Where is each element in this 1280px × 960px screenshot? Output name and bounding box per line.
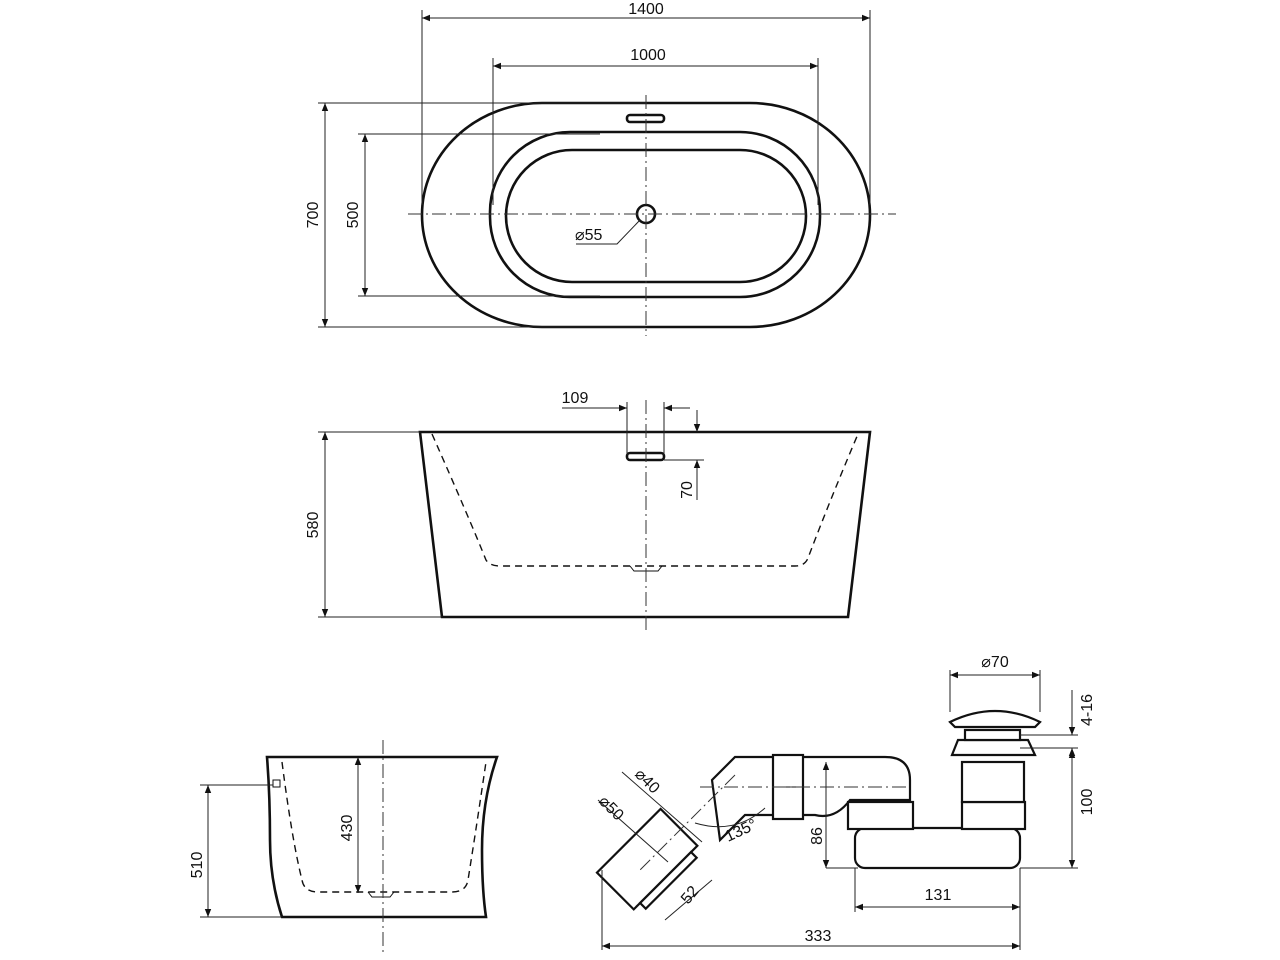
tub-front-outline bbox=[418, 430, 872, 619]
dim-inner-length: 1000 bbox=[630, 47, 666, 64]
plug-body bbox=[960, 760, 1026, 804]
dim-inner-depth: 430 bbox=[339, 815, 356, 842]
dim-pipe-diameter-inner: ⌀40 bbox=[631, 766, 662, 797]
trap-body bbox=[853, 826, 1022, 870]
overflow-icon bbox=[272, 779, 281, 788]
plug-cap bbox=[948, 709, 1042, 729]
tub-side-outline bbox=[265, 755, 499, 919]
dim-drain-diameter: ⌀55 bbox=[575, 227, 603, 244]
dim-outlet-height: 86 bbox=[809, 827, 826, 845]
dim-width: 700 bbox=[305, 202, 322, 229]
trap-nut-left bbox=[846, 800, 915, 831]
dim-body-height: 100 bbox=[1079, 789, 1096, 816]
dim-total-length: 333 bbox=[805, 928, 832, 945]
outlet-pipe bbox=[710, 755, 912, 843]
dim-length: 1400 bbox=[628, 1, 664, 18]
dim-inner-width: 500 bbox=[345, 202, 362, 229]
side-view: 510 430 bbox=[189, 740, 499, 955]
front-view: 580 109 70 bbox=[305, 390, 872, 632]
dim-trap-length: 131 bbox=[925, 887, 952, 904]
trap-nut-right bbox=[960, 800, 1027, 831]
tub-basin bbox=[504, 148, 808, 284]
dim-overflow-offset: 109 bbox=[562, 390, 589, 407]
siphon-drawing: ⌀70 4-16 100 86 131 333 ⌀40 ⌀50 135° 52 bbox=[595, 654, 1096, 950]
dim-plug-diameter: ⌀70 bbox=[981, 654, 1009, 671]
dim-side-height: 510 bbox=[189, 852, 206, 879]
dim-pipe-diameter-outer: ⌀50 bbox=[595, 793, 626, 824]
dim-adjust-range: 4-16 bbox=[1079, 694, 1096, 726]
dim-overflow-depth: 70 bbox=[679, 481, 696, 499]
dim-height: 580 bbox=[305, 512, 322, 539]
top-view: 1400 1000 700 500 ⌀55 bbox=[305, 1, 896, 336]
dim-connector-length: 52 bbox=[678, 883, 703, 908]
